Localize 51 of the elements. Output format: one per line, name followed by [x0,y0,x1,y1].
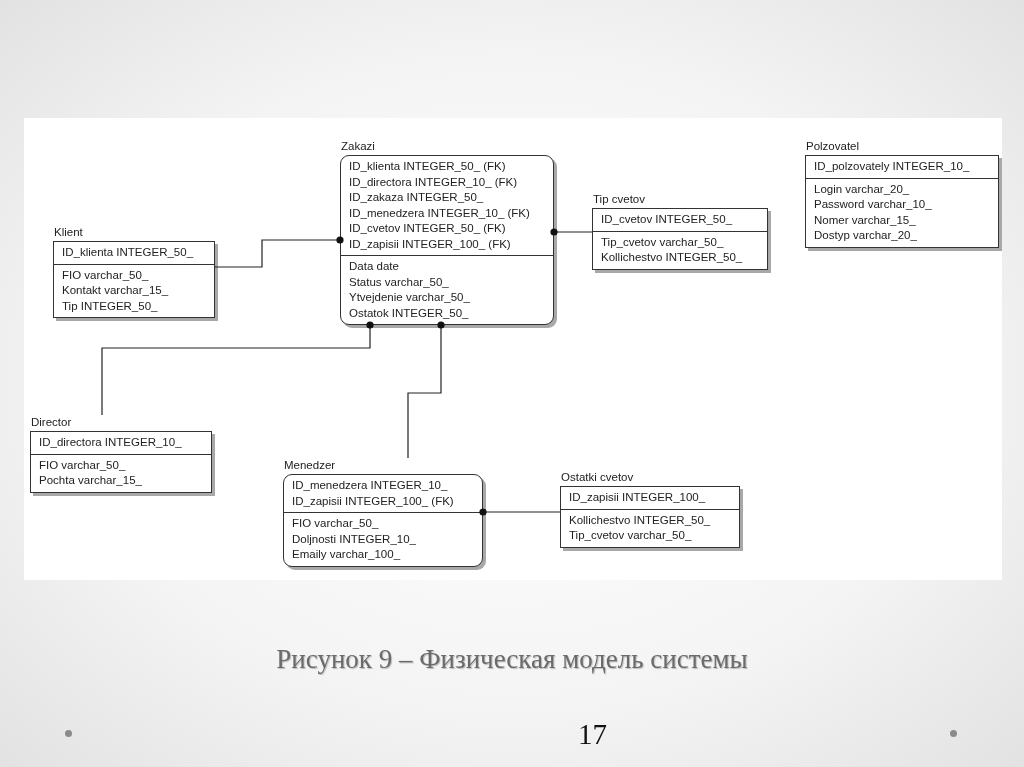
attribute-field: Emaily varchar_100_ [292,547,476,563]
attribute-field: Password varchar_10_ [814,197,992,213]
figure-caption: Рисунок 9 – Физическая модель системы [276,644,748,674]
key-field: ID_zakaza INTEGER_50_ [349,190,547,206]
key-field: ID_zapisii INTEGER_100_ [569,490,733,506]
entity-table [30,415,212,493]
relationship-line [479,508,561,516]
key-field: ID_menedzera INTEGER_10_ [292,478,476,494]
attribute-field: Tip INTEGER_50_ [62,298,208,314]
attribute-field: Kollichestvo INTEGER_50_ [569,512,733,528]
table-name: Klient [54,225,84,239]
table-name: Menedzer [284,458,337,472]
table-name: Director [31,415,73,429]
attribute-field: Tip_cvetov varchar_50_ [601,234,761,250]
relationship-line [214,236,344,268]
entity-table [592,192,768,270]
key-field: ID_zapisii INTEGER_100_ (FK) [292,493,476,509]
attribute-field: Pochta varchar_15_ [39,473,205,489]
table-name: Zakazi [341,139,376,153]
attribute-field: Status varchar_50_ [349,274,547,290]
attribute-field: Kollichestvo INTEGER_50_ [601,250,761,266]
entity-table [560,470,740,548]
key-field: ID_polzovately INTEGER_10_ [814,159,992,175]
key-field: ID_menedzera INTEGER_10_ (FK) [349,205,547,221]
attribute-field: FIO varchar_50_ [39,457,205,473]
key-field: ID_directora INTEGER_10_ (FK) [349,174,547,190]
attribute-field: Ytvejdenie varchar_50_ [349,290,547,306]
key-field: ID_cvetov INTEGER_50_ (FK) [349,221,547,237]
attribute-field: FIO varchar_50_ [292,516,476,532]
attribute-field: FIO varchar_50_ [62,267,208,283]
relationship-line [101,321,374,416]
attribute-field: Data date [349,259,547,275]
attribute-field: Login varchar_20_ [814,181,992,197]
page-number: 17 [578,718,607,751]
attribute-field: Ostatok INTEGER_50_ [349,305,547,321]
key-field: ID_directora INTEGER_10_ [39,435,205,451]
entity-table [53,225,215,318]
relationship-line [550,228,593,236]
attribute-field: Doljnosti INTEGER_10_ [292,531,476,547]
table-name: Ostatki cvetov [561,470,635,484]
relationship-line [407,321,445,459]
attribute-field: Dostyp varchar_20_ [814,228,992,244]
table-name: Tip cvetov [593,192,646,206]
table-name: Polzovatel [806,139,861,153]
attribute-field: Kontakt varchar_15_ [62,283,208,299]
attribute-field: Tip_cvetov varchar_50_ [569,528,733,544]
key-field: ID_zapisii INTEGER_100_ (FK) [349,236,547,252]
key-field: ID_klienta INTEGER_50_ [62,245,208,261]
key-field: ID_klienta INTEGER_50_ (FK) [349,159,547,175]
attribute-field: Nomer varchar_15_ [814,212,992,228]
key-field: ID_cvetov INTEGER_50_ [601,212,761,228]
